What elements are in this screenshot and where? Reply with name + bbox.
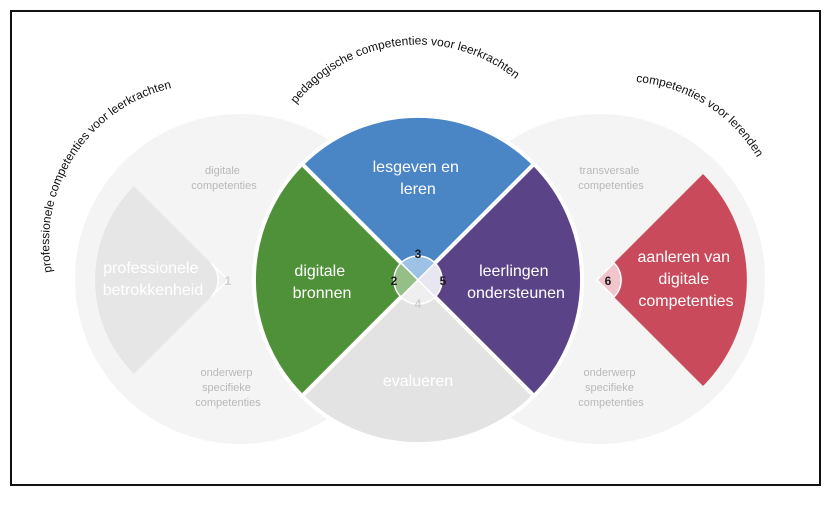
wedge-4: [399, 278, 437, 305]
left-bottom-label: onderwerp specifieke competenties: [195, 367, 261, 409]
number-6: 6: [605, 274, 612, 288]
wedge-1: [210, 262, 230, 298]
segment-5-title: leerlingen ondersteunen: [467, 263, 565, 302]
wedge-2: [393, 261, 420, 299]
segment-3-title: lesgeven en leren: [373, 159, 464, 198]
number-1: 1: [225, 274, 232, 288]
segment-assessment[interactable]: [299, 277, 537, 446]
arc-label-pedagogical: pedagogische competenties voor leerkrach…: [287, 34, 522, 106]
right-bottom-label: onderwerp specifieke competenties: [578, 367, 644, 409]
number-2: 2: [391, 274, 398, 288]
number-4: 4: [415, 297, 422, 311]
segment-1-title: professionele betrokkenheid: [103, 260, 204, 299]
segment-teaching-learning[interactable]: [299, 114, 537, 283]
segment-professional-engagement[interactable]: [95, 186, 228, 374]
segment-6-title: aanleren van digitale competenties: [638, 249, 735, 310]
segment-supporting-learners[interactable]: [415, 161, 584, 399]
left-top-label: digitale competenties: [191, 165, 257, 192]
segment-teaching-digital-competences[interactable]: [597, 174, 747, 386]
segment-digital-resources[interactable]: [252, 161, 421, 399]
wedge-5: [416, 261, 443, 299]
segment-4-title: evalueren: [383, 373, 453, 390]
right-top-label: transversale competenties: [578, 165, 644, 192]
wedge-6: [595, 261, 622, 299]
number-5: 5: [440, 274, 447, 288]
wedge-3: [399, 255, 437, 282]
number-3: 3: [415, 247, 422, 261]
segment-2-title: digitale bronnen: [293, 263, 352, 302]
